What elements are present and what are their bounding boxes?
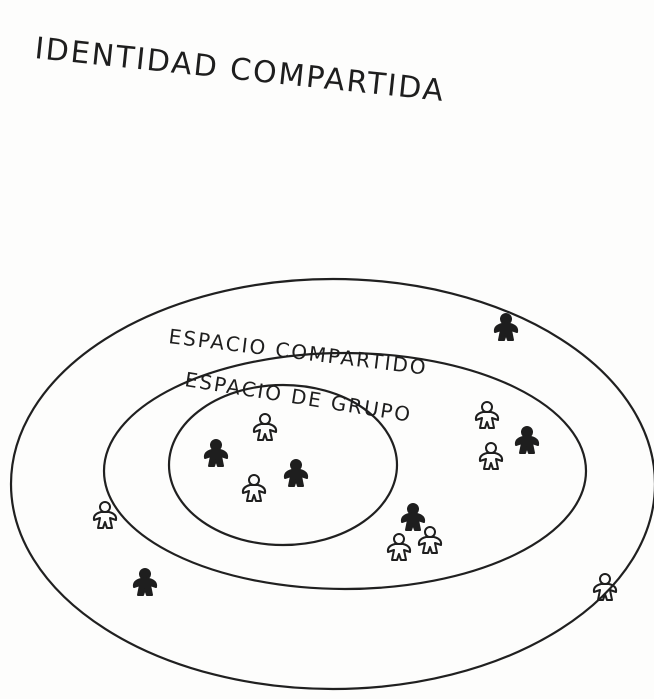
shared-space-ring <box>102 351 588 591</box>
person-figure-inner-3 <box>283 459 309 487</box>
group-space-label: ESPACIO DE GRUPO <box>183 367 414 427</box>
person-figure-middle-2 <box>514 426 540 454</box>
person-figure-outer-4 <box>592 573 618 601</box>
person-figure-middle-4 <box>400 503 426 531</box>
outer-space-ring <box>9 277 654 691</box>
person-figure-outer-1 <box>493 313 519 341</box>
person-figure-inner-1 <box>203 439 229 467</box>
diagram-title: IDENTIDAD COMPARTIDA <box>33 31 447 109</box>
person-figure-inner-4 <box>241 474 267 502</box>
person-figure-outer-2 <box>92 501 118 529</box>
person-figure-middle-3 <box>478 442 504 470</box>
person-figure-inner-2 <box>252 413 278 441</box>
person-figure-middle-1 <box>474 401 500 429</box>
person-figure-middle-6 <box>417 526 443 554</box>
group-space-ring <box>167 383 399 547</box>
person-figure-middle-5 <box>386 533 412 561</box>
person-figures <box>92 313 618 601</box>
person-figure-outer-3 <box>132 568 158 596</box>
